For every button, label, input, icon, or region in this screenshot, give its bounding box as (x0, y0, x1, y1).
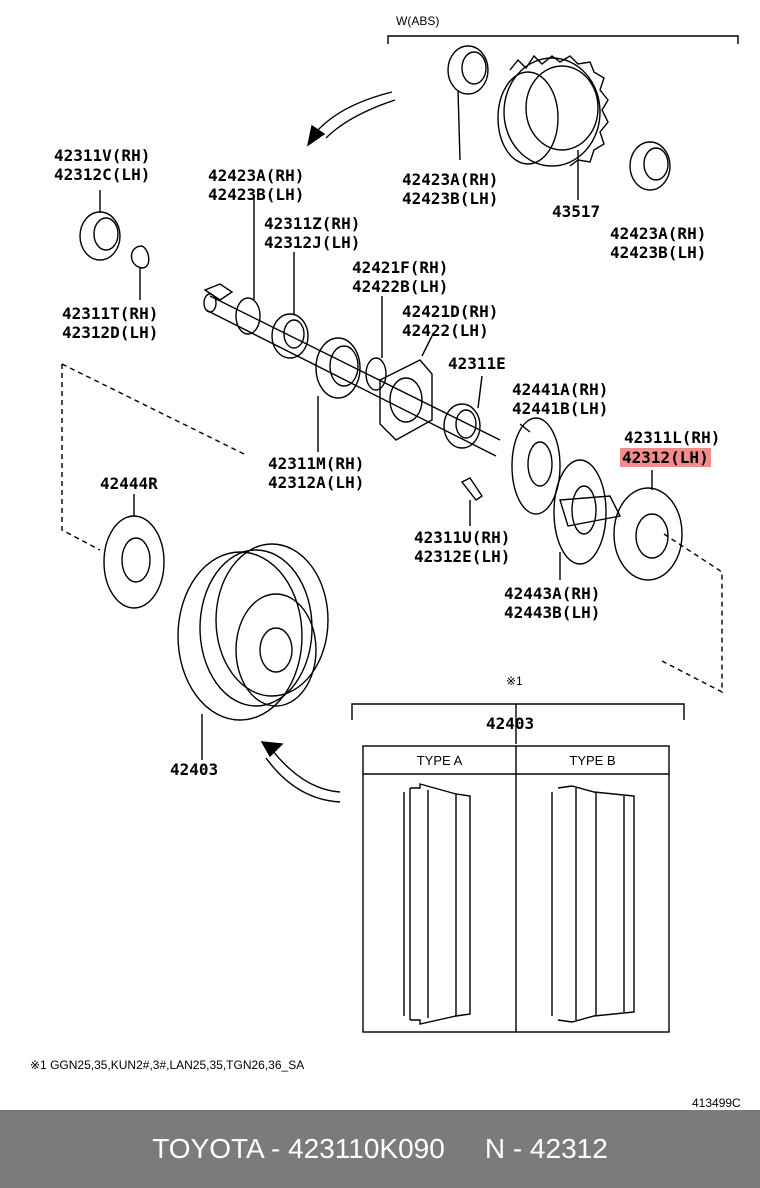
label-42423A-right[interactable]: 42423A(RH) (610, 224, 707, 243)
label-42422B[interactable]: 42422B(LH) (352, 277, 449, 296)
label-42423B-left[interactable]: 42423B(LH) (208, 185, 305, 204)
label-42311V[interactable]: 42311V(RH) (54, 146, 151, 165)
label-42423B-right[interactable]: 42423B(LH) (610, 243, 707, 262)
label-42311E[interactable]: 42311E (448, 354, 506, 373)
label-42311L[interactable]: 42311L(RH) (624, 428, 721, 447)
part-number-banner: TOYOTA - 423110K090 N - 42312 (0, 1110, 760, 1188)
label-42423B-center[interactable]: 42423B(LH) (402, 189, 499, 208)
label-42421D[interactable]: 42421D(RH) (402, 302, 499, 321)
figure-code: 413499C (692, 1096, 741, 1110)
label-42311U[interactable]: 42311U(RH) (414, 528, 511, 547)
label-42312E[interactable]: 42312E(LH) (414, 547, 511, 566)
label-42423A-left[interactable]: 42423A(RH) (208, 166, 305, 185)
label-42403-variants[interactable]: 42403 (486, 714, 535, 733)
label-42441B[interactable]: 42441B(LH) (512, 399, 609, 418)
label-42312-highlighted[interactable]: 42312(LH) (620, 448, 711, 467)
note-mark: ※1 (506, 674, 523, 688)
exploded-view-drawing (61, 35, 739, 1033)
label-42311M[interactable]: 42311M(RH) (268, 454, 365, 473)
reference-number: N - 42312 (484, 1133, 608, 1164)
label-42312D[interactable]: 42312D(LH) (62, 323, 159, 342)
label-42444R[interactable]: 42444R (100, 474, 158, 493)
label-42403-drum[interactable]: 42403 (170, 760, 219, 779)
type-b-header: TYPE B (569, 753, 616, 768)
label-42443A[interactable]: 42443A(RH) (504, 584, 601, 603)
footnote: ※1 GGN25,35,KUN2#,3#,LAN25,35,TGN26,36_S… (30, 1058, 305, 1072)
label-42423A-center[interactable]: 42423A(RH) (402, 170, 499, 189)
type-a-header: TYPE A (416, 753, 463, 768)
label-42311Z[interactable]: 42311Z(RH) (264, 214, 361, 233)
label-42443B[interactable]: 42443B(LH) (504, 603, 601, 622)
variant-label-abs: W(ABS) (396, 14, 440, 28)
label-42312J[interactable]: 42312J(LH) (264, 233, 361, 252)
label-42422[interactable]: 42422(LH) (402, 321, 489, 340)
label-42312C[interactable]: 42312C(LH) (54, 165, 151, 184)
label-42311T[interactable]: 42311T(RH) (62, 304, 159, 323)
label-42421F[interactable]: 42421F(RH) (352, 258, 449, 277)
part-number: TOYOTA - 423110K090 (152, 1133, 445, 1164)
label-43517[interactable]: 43517 (552, 202, 601, 221)
label-42312A[interactable]: 42312A(LH) (268, 473, 365, 492)
label-42441A[interactable]: 42441A(RH) (512, 380, 609, 399)
parts-diagram: 42311V(RH) 42312C(LH) W(ABS) 42423A(RH) … (30, 14, 741, 1110)
